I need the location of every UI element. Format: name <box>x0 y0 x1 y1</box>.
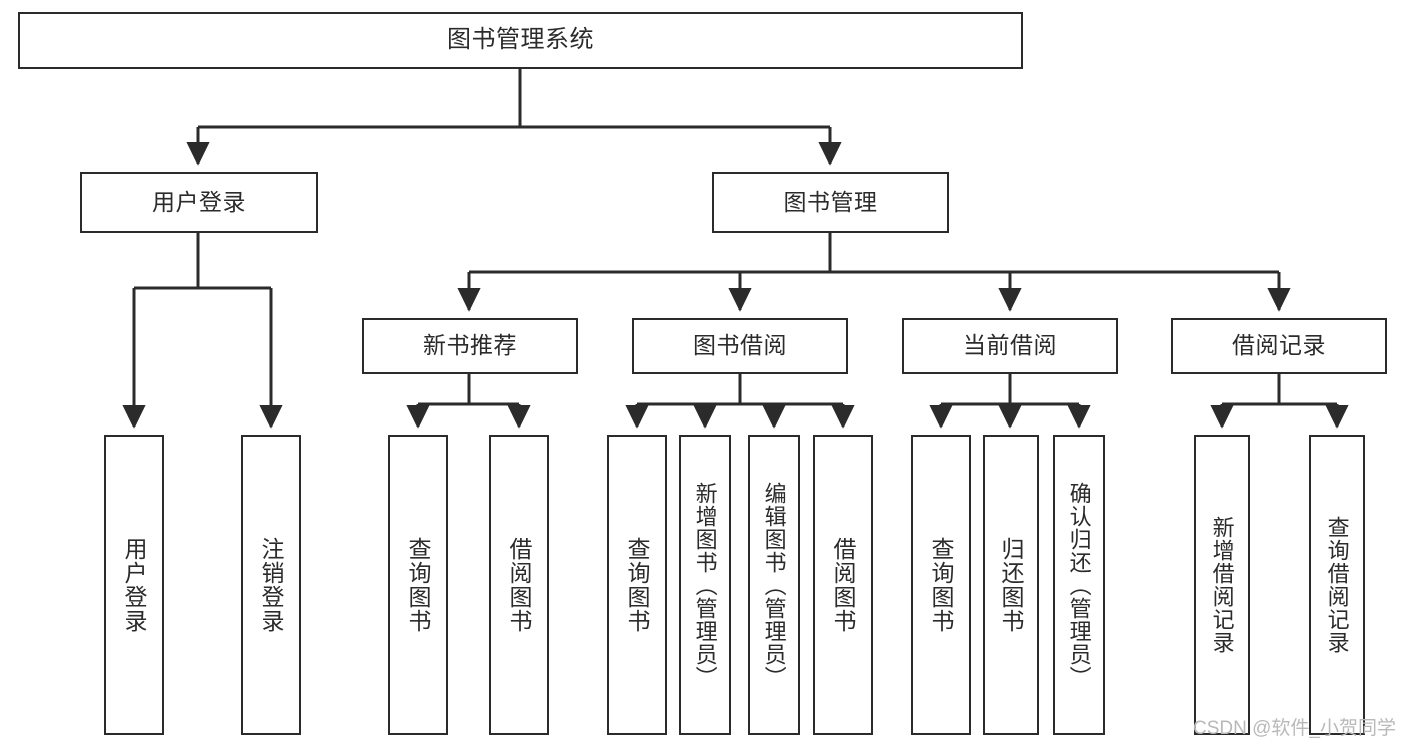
node-book-borrow[interactable]: 图书借阅 <box>632 318 848 374</box>
node-book-manage-label: 图书管理 <box>783 188 878 215</box>
node-leaf-edit-book-admin-label: 编辑图书（管理员） <box>761 481 787 689</box>
node-leaf-query-book-3-label: 查询图书 <box>928 537 955 633</box>
node-leaf-add-book-admin[interactable]: 新增图书（管理员） <box>679 435 731 735</box>
node-book-borrow-label: 图书借阅 <box>693 332 787 359</box>
node-leaf-confirm-return-admin-label: 确认归还（管理员） <box>1066 481 1092 689</box>
node-user-login[interactable]: 用户登录 <box>80 172 318 233</box>
node-leaf-user-login[interactable]: 用户登录 <box>104 435 164 735</box>
node-leaf-query-borrow-record-label: 查询借阅记录 <box>1324 516 1350 654</box>
node-new-book-recommend[interactable]: 新书推荐 <box>362 318 578 374</box>
node-borrow-record[interactable]: 借阅记录 <box>1171 318 1387 374</box>
node-leaf-query-book-1-label: 查询图书 <box>405 537 432 633</box>
node-leaf-borrow-book-1[interactable]: 借阅图书 <box>489 435 549 735</box>
node-borrow-record-label: 借阅记录 <box>1232 332 1326 359</box>
node-current-borrow-label: 当前借阅 <box>963 332 1057 359</box>
node-leaf-add-book-admin-label: 新增图书（管理员） <box>692 481 718 689</box>
node-leaf-confirm-return-admin[interactable]: 确认归还（管理员） <box>1053 435 1105 735</box>
node-current-borrow[interactable]: 当前借阅 <box>902 318 1118 374</box>
node-leaf-return-book[interactable]: 归还图书 <box>983 435 1039 735</box>
node-leaf-user-login-label: 用户登录 <box>121 537 148 633</box>
node-new-book-recommend-label: 新书推荐 <box>423 332 517 359</box>
node-root-book-management-system[interactable]: 图书管理系统 <box>18 12 1023 69</box>
node-leaf-add-borrow-record[interactable]: 新增借阅记录 <box>1194 435 1250 735</box>
node-user-login-label: 用户登录 <box>152 188 246 215</box>
node-leaf-query-book-2-label: 查询图书 <box>624 537 651 633</box>
node-leaf-query-borrow-record[interactable]: 查询借阅记录 <box>1309 435 1365 735</box>
node-leaf-borrow-book-2-label: 借阅图书 <box>830 537 857 633</box>
node-book-manage[interactable]: 图书管理 <box>712 172 949 233</box>
node-leaf-query-book-3[interactable]: 查询图书 <box>911 435 971 735</box>
node-root-label: 图书管理系统 <box>447 26 594 54</box>
node-leaf-logout-login-label: 注销登录 <box>258 537 285 633</box>
node-leaf-borrow-book-1-label: 借阅图书 <box>506 537 533 633</box>
node-leaf-logout-login[interactable]: 注销登录 <box>241 435 301 735</box>
node-leaf-add-borrow-record-label: 新增借阅记录 <box>1209 516 1235 654</box>
node-leaf-return-book-label: 归还图书 <box>998 537 1025 633</box>
csdn-watermark: CSDN @软件_小贺同学 <box>1193 718 1396 739</box>
node-leaf-borrow-book-2[interactable]: 借阅图书 <box>813 435 873 735</box>
node-leaf-edit-book-admin[interactable]: 编辑图书（管理员） <box>748 435 800 735</box>
node-leaf-query-book-2[interactable]: 查询图书 <box>607 435 667 735</box>
node-leaf-query-book-1[interactable]: 查询图书 <box>388 435 448 735</box>
